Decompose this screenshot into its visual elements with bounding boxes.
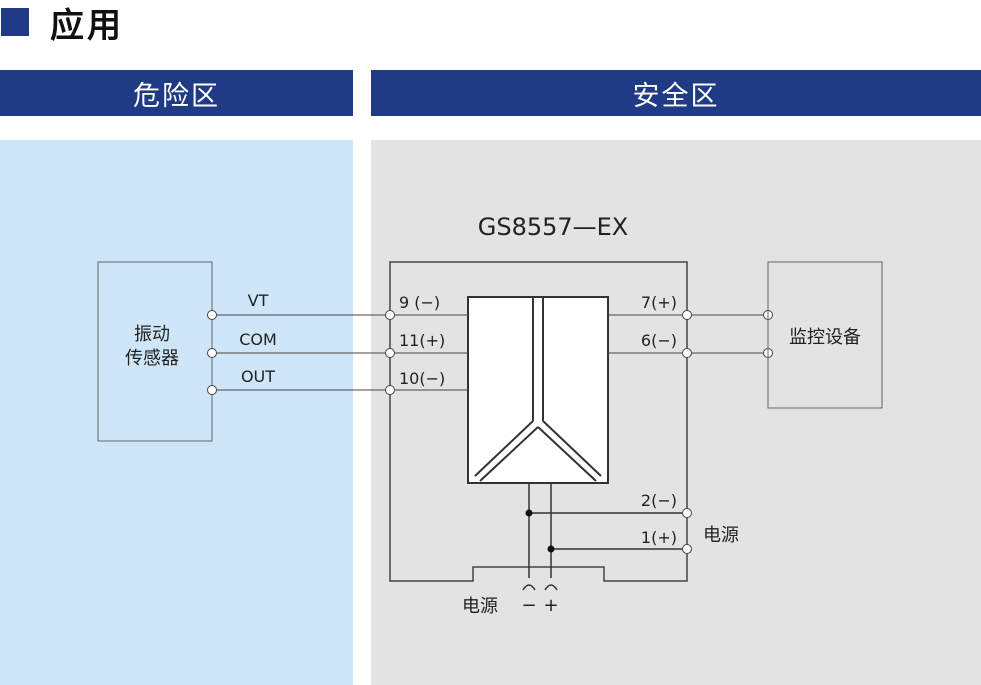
power-plus-label: + [543, 595, 558, 616]
isolation-core-box [467, 296, 609, 484]
isolator-input-terminals [385, 310, 395, 395]
isolation-symbol-icon [474, 297, 602, 482]
sensor-terminals [207, 310, 217, 395]
power-label-bottom: 电源 [462, 596, 498, 617]
power-terminals [682, 508, 692, 554]
title-square-icon [1, 8, 29, 36]
terminal-label-10: 10(−) [399, 369, 445, 388]
terminal-label-9: 9 (−) [399, 293, 440, 312]
output-wires [608, 314, 764, 354]
power-wires [528, 483, 683, 578]
isolator-input-wires [394, 314, 468, 391]
isolator-output-terminals [682, 310, 773, 358]
page-title: 应用 [50, 6, 124, 46]
power-minus-label: − [521, 595, 536, 616]
terminal-label-1: 1(+) [641, 528, 677, 547]
isolator-model-label: GS8557—EX [478, 213, 629, 241]
sensor-label-line2: 传感器 [125, 348, 179, 369]
power-label-right: 电源 [703, 525, 739, 546]
signal-label-out: OUT [241, 367, 275, 386]
monitor-box [767, 261, 883, 409]
hazard-zone-area [0, 140, 353, 685]
power-connector-icon [522, 584, 558, 591]
terminal-label-7: 7(+) [641, 293, 677, 312]
terminal-label-11: 11(+) [399, 331, 445, 350]
sensor-label-line1: 振动 [134, 324, 170, 345]
terminal-label-2: 2(−) [641, 491, 677, 510]
isolator-box [389, 261, 688, 582]
terminal-label-6: 6(−) [641, 331, 677, 350]
hazard-zone-header: 危险区 [0, 70, 353, 116]
power-junction-dots [525, 509, 555, 553]
monitor-label: 监控设备 [789, 327, 861, 348]
signal-label-vt: VT [248, 291, 269, 310]
signal-label-com: COM [239, 330, 277, 349]
signal-wires [216, 314, 386, 391]
safe-zone-header: 安全区 [371, 70, 981, 116]
